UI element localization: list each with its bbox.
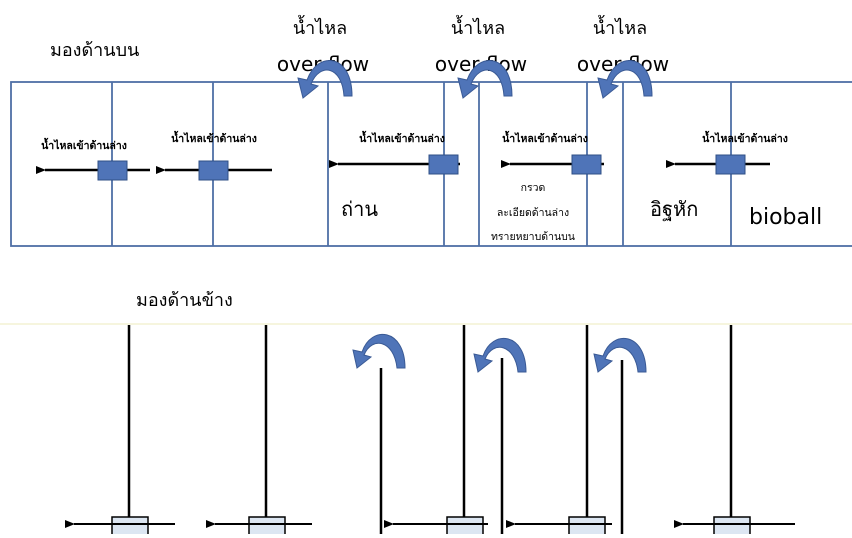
overflow-top-2: น้ำไหล	[451, 15, 505, 39]
tank-outline	[10, 81, 852, 247]
inflow-label-3: น้ำไหลเข้าด้านล่าง	[359, 130, 445, 145]
media-gravel-line2: ละเอียดด้านล่าง	[497, 206, 569, 219]
side-curved-arrow-2	[473, 337, 527, 373]
side-inlet-box-2	[248, 516, 286, 538]
media-gravel-line3: ทรายหยาบด้านบน	[491, 231, 575, 243]
side-inlet-box-5	[713, 516, 751, 538]
side-inlet-box-3	[446, 516, 484, 538]
overflow-curved-arrow-2	[457, 60, 513, 99]
inlet-marker-3	[428, 154, 459, 175]
inlet-marker-2	[198, 160, 229, 181]
overflow-curved-arrow-1	[297, 60, 353, 99]
side-view-title: มองด้านข้าง	[136, 290, 233, 311]
overflow-top-1: น้ำไหล	[293, 15, 347, 39]
side-inlet-box-1	[111, 516, 149, 538]
media-brick: อิฐหัก	[650, 197, 698, 221]
overflow-label-3: น้ำไหล over flow	[577, 15, 669, 76]
side-curved-arrow-1	[352, 333, 406, 369]
side-inlet-box-4	[568, 516, 606, 538]
inflow-label-2: น้ำไหลเข้าด้านล่าง	[171, 130, 257, 145]
inlet-marker-5	[715, 154, 746, 175]
overflow-top-3: น้ำไหล	[593, 15, 647, 39]
media-bioball: bioball	[749, 205, 822, 230]
overflow-curved-arrow-3	[597, 60, 653, 99]
top-view-title: มองด้านบน	[50, 40, 139, 61]
media-gravel-line1: กรวด	[521, 182, 546, 194]
inflow-label-5: น้ำไหลเข้าด้านล่าง	[702, 130, 788, 145]
inflow-label-4: น้ำไหลเข้าด้านล่าง	[502, 130, 588, 145]
side-curved-arrow-3	[593, 337, 647, 373]
inlet-marker-1	[97, 160, 128, 181]
inlet-marker-4	[571, 154, 602, 175]
media-charcoal: ถ่าน	[341, 197, 378, 221]
inflow-label-1: น้ำไหลเข้าด้านล่าง	[41, 137, 127, 152]
